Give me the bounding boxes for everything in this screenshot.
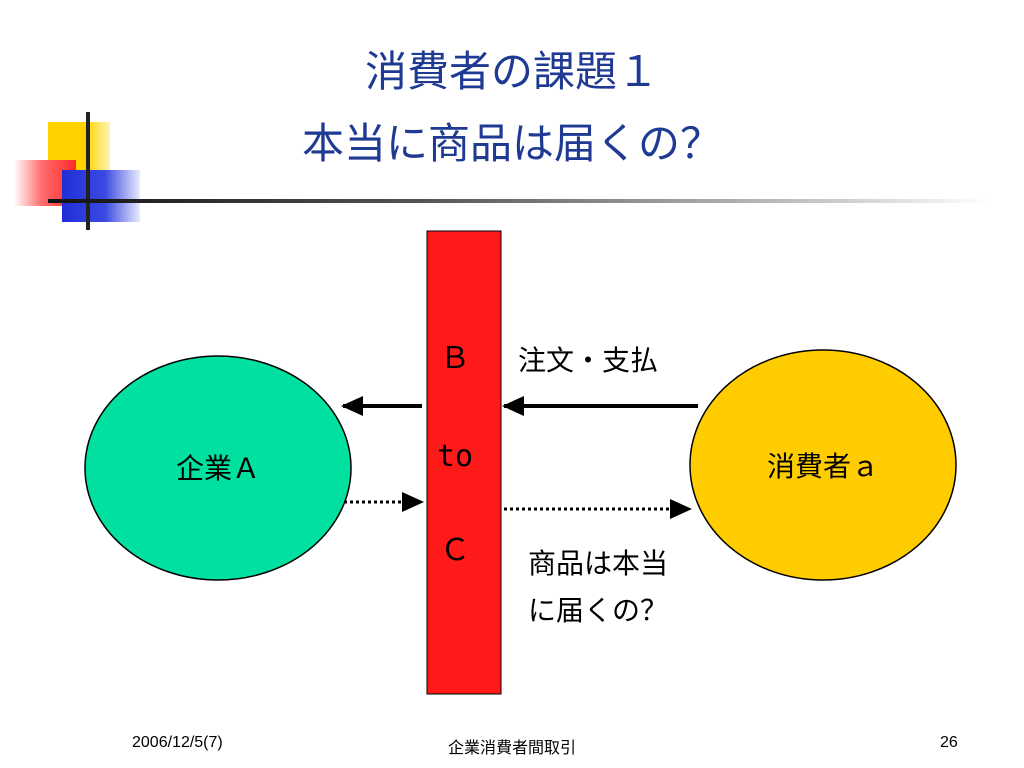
company-label: 企業Ａ [176, 452, 260, 485]
footer-page-number: 26 [940, 734, 958, 751]
bar-label-b: Ｂ [440, 341, 470, 376]
footer-subject: 企業消費者間取引 [447, 740, 576, 757]
company-node [84, 355, 352, 581]
decor-vertical-line [86, 112, 90, 230]
title-underline [48, 199, 988, 203]
slide-title-line2: 本当に商品は届くの？ [301, 119, 722, 168]
slide-title-line1: 消費者の課題１ [364, 47, 659, 96]
bar-label-to: to [437, 439, 473, 474]
decor-blue-square [62, 170, 140, 222]
bar-label-c: Ｃ [440, 533, 470, 568]
consumer-label: 消費者ａ [767, 450, 879, 483]
consumer-node [689, 349, 957, 581]
order-payment-label: 注文・支払 [518, 344, 658, 377]
footer-date: 2006/12/5(7) [132, 734, 223, 751]
btoc-bar [426, 230, 502, 695]
delivery-question-line1: 商品は本当 [528, 547, 668, 580]
delivery-question-line2: に届くの？ [528, 594, 668, 627]
